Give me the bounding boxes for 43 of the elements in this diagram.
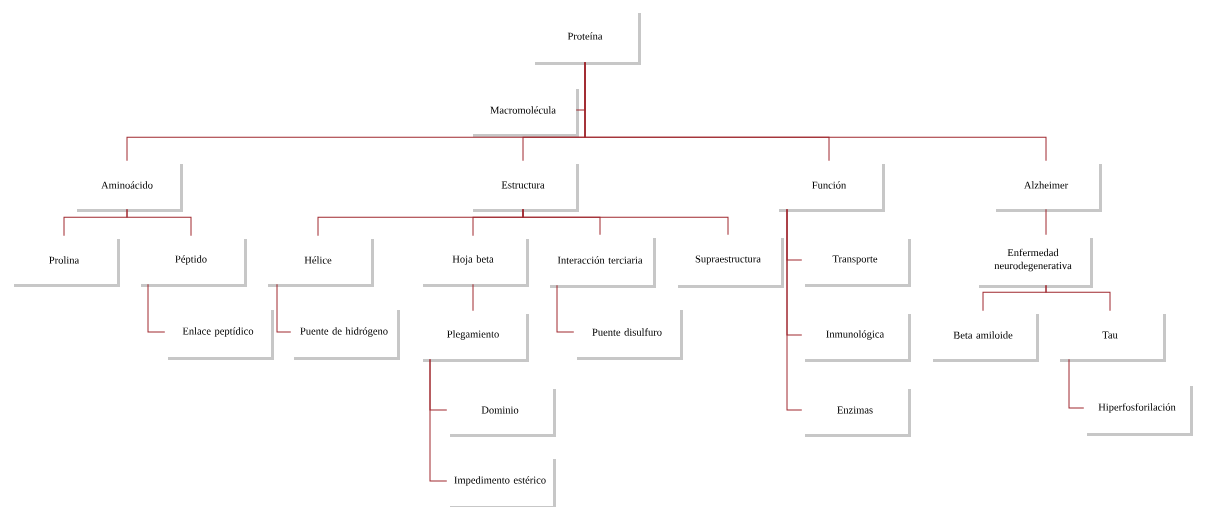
concept-box: Hiperfosforilación bbox=[1084, 383, 1193, 436]
connector-line bbox=[1068, 358, 1085, 409]
concept-box: Tau bbox=[1057, 311, 1166, 362]
concept-box: Impedimento estérico bbox=[447, 456, 556, 507]
concept-box: Plegamiento bbox=[420, 311, 529, 362]
node-label: Aminoácido bbox=[101, 181, 153, 189]
concept-box: Péptido bbox=[138, 236, 247, 287]
concept-box: Interacción terciaria bbox=[547, 235, 656, 288]
concept-box: Alzheimer bbox=[993, 161, 1102, 212]
concept-box: Enfermedad neurodegenerativa bbox=[976, 235, 1093, 288]
concept-box: Hélice bbox=[265, 236, 374, 287]
node-label: Enlace peptídico bbox=[182, 327, 254, 337]
connector-line bbox=[276, 283, 292, 333]
concept-box: Hoja beta bbox=[420, 236, 529, 287]
node-label: Impedimento estérico bbox=[454, 476, 546, 486]
connector-line bbox=[1045, 208, 1047, 236]
connector-line bbox=[472, 283, 474, 312]
connector-line bbox=[522, 208, 729, 236]
node-label: Puente disulfuro bbox=[592, 328, 662, 336]
concept-box: Prolina bbox=[11, 236, 120, 287]
concept-box: Beta amiloide bbox=[930, 311, 1039, 362]
concept-box: Enzimas bbox=[802, 386, 911, 437]
connector-line bbox=[126, 208, 192, 237]
connector-line bbox=[1045, 284, 1111, 312]
concept-box: Puente disulfuro bbox=[574, 307, 683, 360]
concept-box: Función bbox=[776, 161, 885, 212]
connector-line bbox=[556, 284, 575, 333]
concept-box: Estructura bbox=[470, 161, 579, 212]
concept-box: Inmunológica bbox=[802, 311, 911, 362]
concept-box: Enlace peptídico bbox=[165, 307, 274, 360]
node-label: Puente de hidrógeno bbox=[300, 327, 388, 337]
connector-line bbox=[429, 358, 448, 482]
concept-box: Dominio bbox=[447, 386, 556, 437]
connector-line bbox=[786, 208, 803, 411]
concept-box: Aminoácido bbox=[74, 161, 183, 212]
concept-box: Puente de hidrógeno bbox=[291, 307, 400, 360]
concept-box: Macromolécula bbox=[470, 86, 579, 137]
concept-box: Supraestructura bbox=[675, 235, 784, 288]
concept-box: Transporte bbox=[802, 236, 911, 287]
node-label: Proteína bbox=[567, 32, 603, 40]
connector-line bbox=[584, 61, 1047, 162]
connector-line bbox=[147, 283, 166, 333]
concept-box: Proteína bbox=[532, 10, 641, 65]
